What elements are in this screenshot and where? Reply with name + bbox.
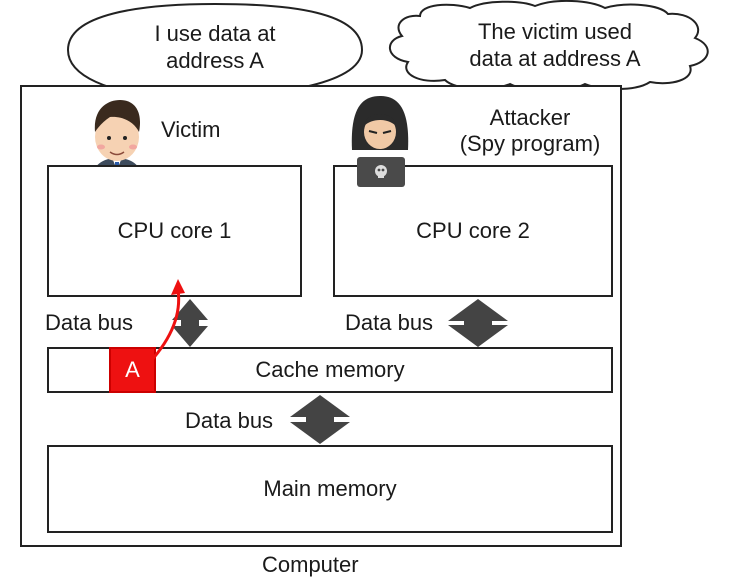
victim-speech-line2: address A bbox=[166, 48, 264, 73]
right-bus-double-arrow bbox=[448, 299, 508, 347]
main-memory-label: Main memory bbox=[263, 476, 397, 501]
attacker-thought-text: The victim used data at address A bbox=[430, 18, 680, 72]
data-bus-label-right: Data bus bbox=[345, 310, 434, 335]
bottom-bus-double-arrow bbox=[290, 395, 350, 444]
cache-memory-label: Cache memory bbox=[255, 357, 405, 382]
cpu-core-1-box: CPU core 1 bbox=[47, 165, 302, 297]
victim-speech-line1: I use data at bbox=[154, 21, 276, 46]
attacker-thought-line1: The victim used bbox=[477, 19, 633, 44]
cpu-core-2-box: CPU core 2 bbox=[333, 165, 613, 297]
cpu-core-1-label: CPU core 1 bbox=[117, 218, 232, 243]
cpu-core-2-label: CPU core 2 bbox=[416, 218, 530, 243]
red-access-arrow bbox=[148, 279, 185, 364]
attacker-label-line1: Attacker bbox=[489, 105, 571, 130]
attacker-label: Attacker (Spy program) bbox=[450, 105, 610, 157]
left-bus-double-arrow bbox=[172, 299, 208, 347]
computer-caption: Computer bbox=[262, 552, 359, 577]
attacker-label-line2: (Spy program) bbox=[459, 131, 601, 156]
main-memory-box: Main memory bbox=[47, 445, 613, 533]
cache-cell-a-label: A bbox=[125, 357, 140, 382]
data-bus-label-left: Data bus bbox=[45, 310, 134, 335]
attacker-thought-line2: data at address A bbox=[469, 46, 641, 71]
victim-label: Victim bbox=[161, 117, 221, 142]
victim-speech-text: I use data at address A bbox=[105, 20, 325, 74]
data-bus-label-bottom: Data bus bbox=[185, 408, 274, 433]
cache-cell-a: A bbox=[109, 347, 156, 393]
